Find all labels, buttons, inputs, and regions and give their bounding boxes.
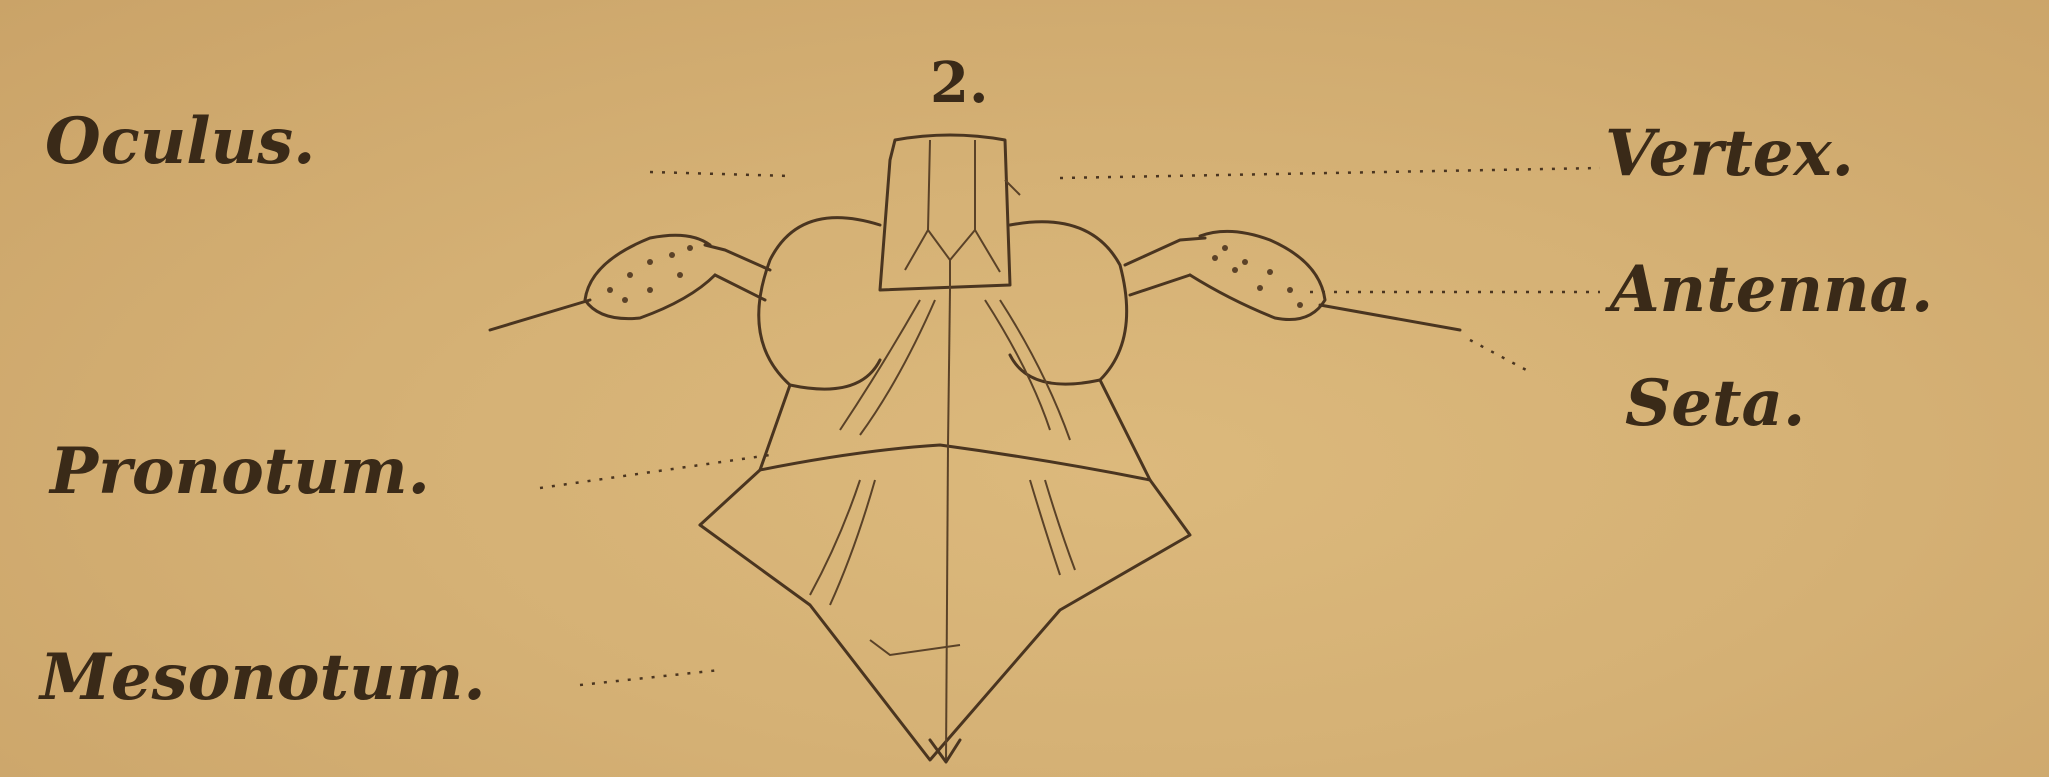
compound-eyes — [759, 218, 1127, 389]
leader-seta — [1470, 340, 1530, 372]
head-vertex — [880, 135, 1020, 290]
pronotum — [700, 290, 1150, 525]
left-antenna — [490, 235, 770, 330]
leader-oculus — [650, 172, 790, 176]
right-antenna — [1125, 231, 1460, 330]
leader-mesonotum — [580, 670, 720, 685]
leader-vertex — [1060, 168, 1600, 178]
mesonotum — [700, 445, 1190, 762]
leader-pronotum — [540, 455, 770, 488]
